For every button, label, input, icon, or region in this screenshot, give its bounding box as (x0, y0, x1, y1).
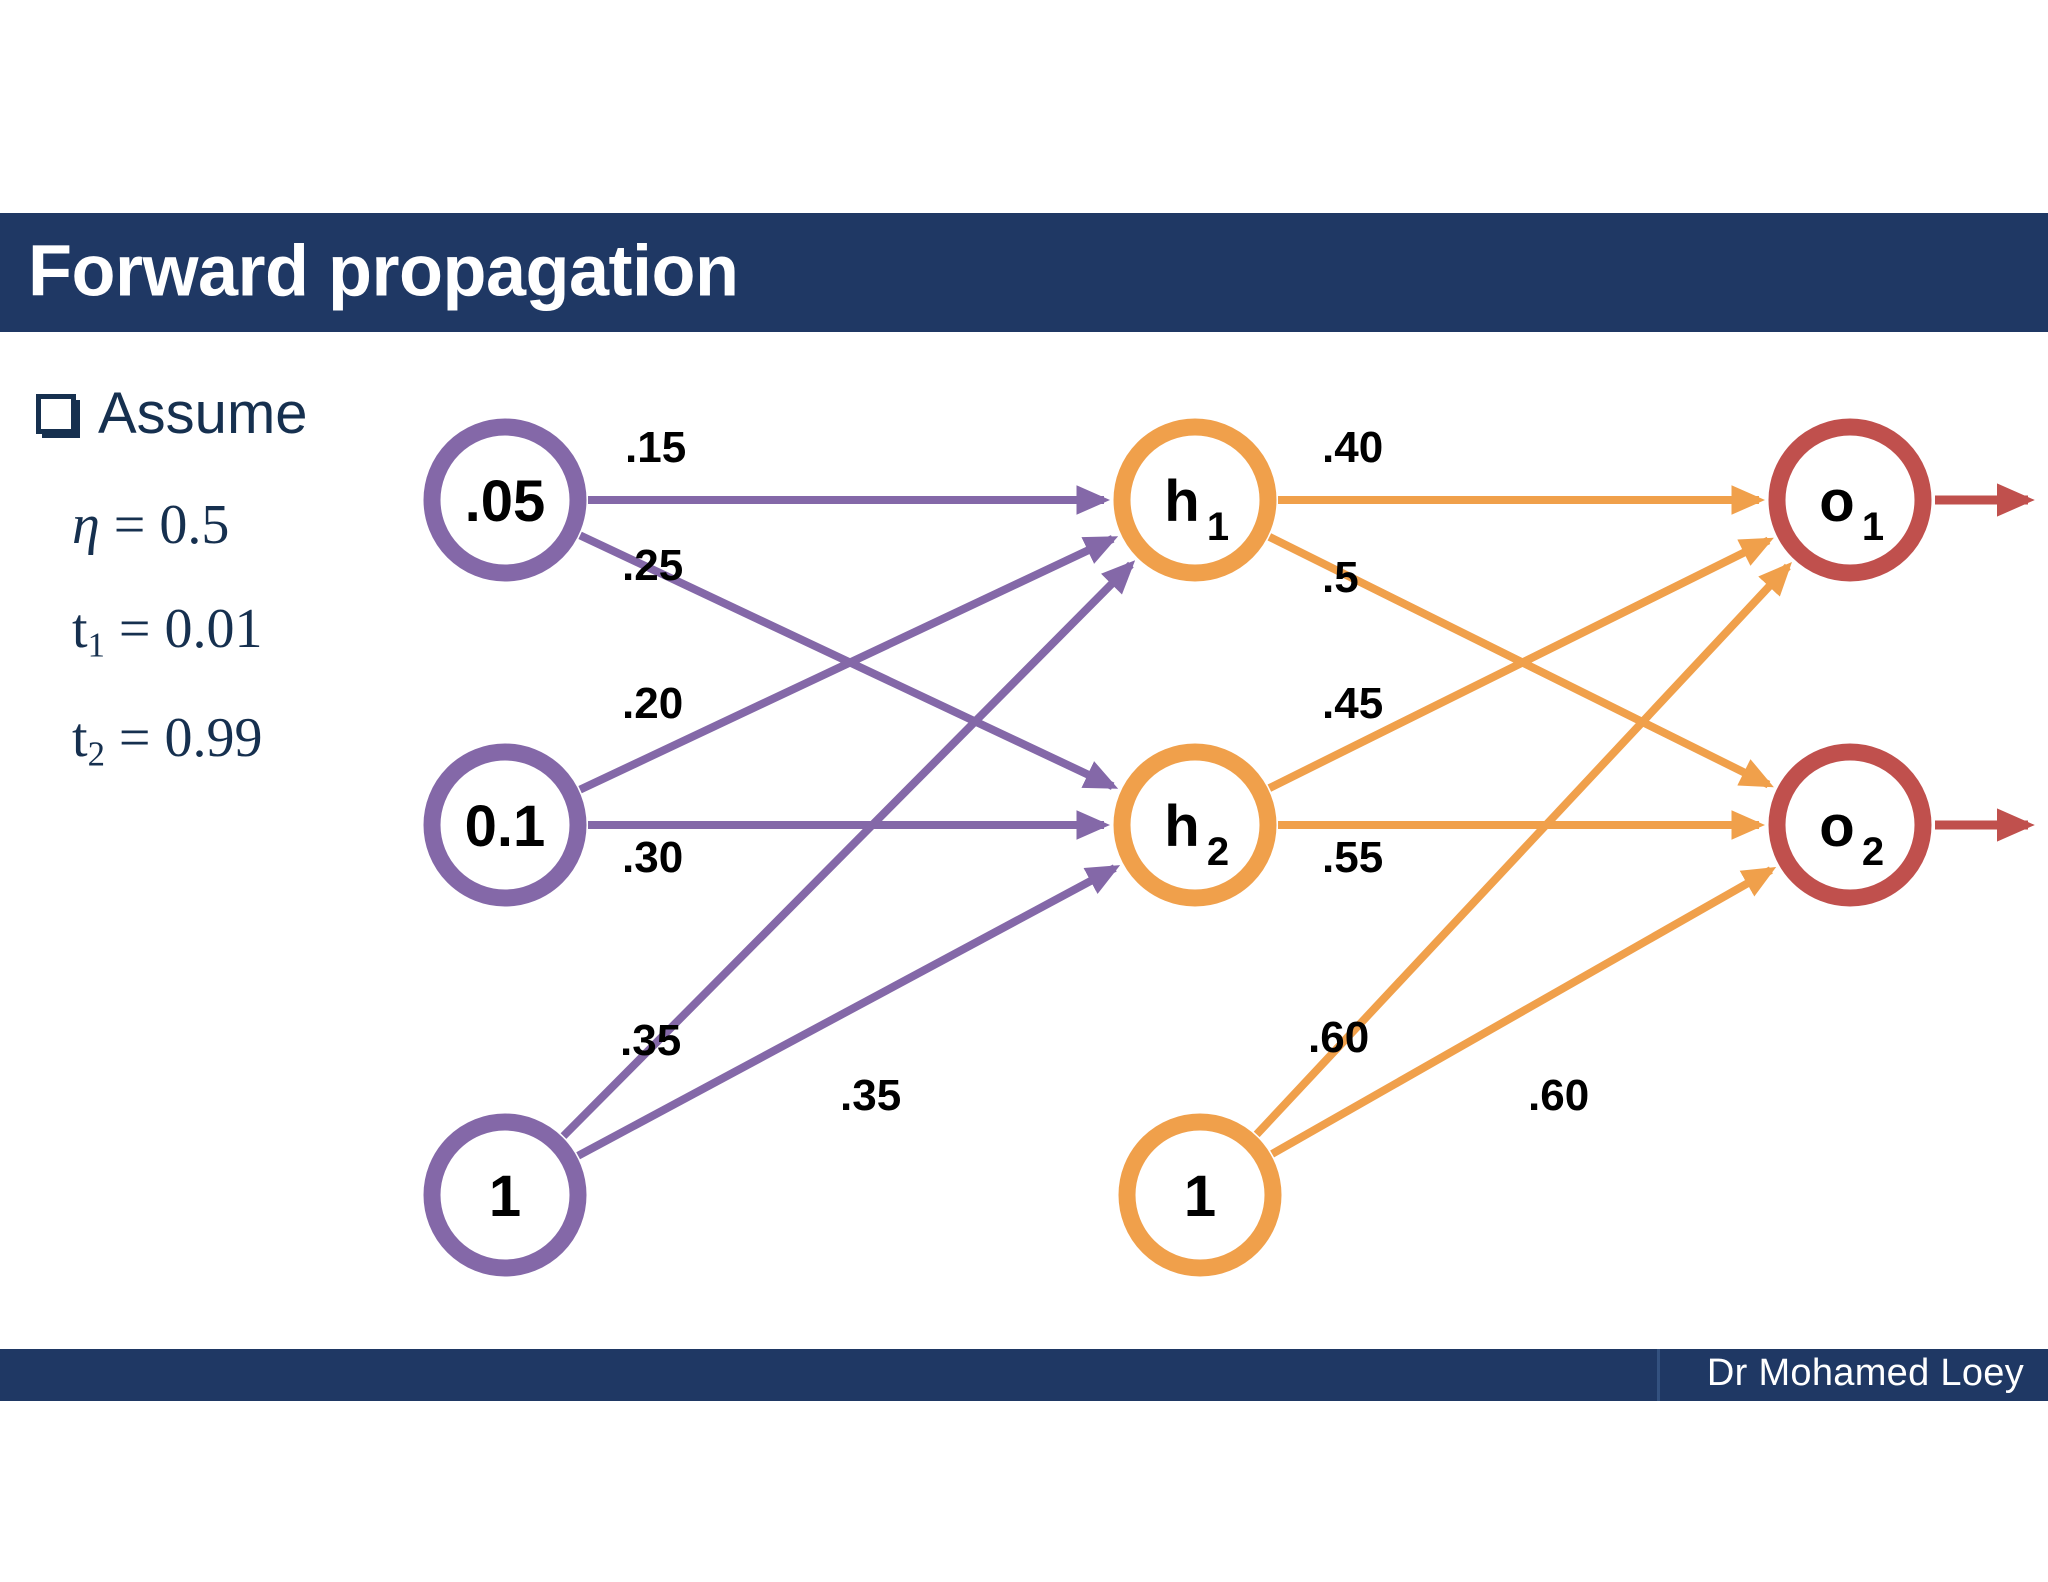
footer-author: Dr Mohamed Loey (1706, 1352, 2024, 1394)
node-fill-o2 (1777, 752, 1923, 898)
node-fill-h2 (1122, 752, 1268, 898)
assumptions-block: Assume η = 0.5 t1 = 0.01 t2 = 0.99 (36, 380, 396, 774)
node-label-b2: 1 (1184, 1164, 1216, 1229)
node-fill-i2 (432, 752, 578, 898)
assume-heading-row: Assume (36, 380, 396, 447)
title-bar: Forward propagation (0, 213, 2048, 332)
weight-label-i2-h2: .30 (622, 833, 683, 882)
edge-layer (560, 485, 1792, 1160)
weight-label-layer: .15 .25 .20 .30 .35 .35 .40 .5 .45 .55 .60 .60 (620, 423, 1589, 1120)
t1-value: = 0.01 (118, 598, 263, 660)
t1-equation: t1 = 0.01 (36, 597, 396, 666)
node-b2[interactable]: 1 (1118, 1113, 1282, 1277)
eta-value: = 0.5 (113, 494, 230, 556)
checkbox-square-icon (36, 393, 76, 434)
weight-label-b1-h2: .35 (840, 1071, 901, 1120)
edge-b1-h1 (560, 560, 1136, 1139)
node-ring-h1 (1113, 418, 1277, 582)
footer-bar (0, 1349, 2048, 1401)
weight-label-b2-o2: .60 (1528, 1071, 1589, 1120)
node-label-o2: o (1819, 794, 1854, 859)
assume-heading-label: Assume (98, 381, 308, 446)
weight-label-b2-o1: .60 (1308, 1013, 1369, 1062)
node-sublabel-h2: 2 (1207, 830, 1229, 874)
t2-variable: t (72, 706, 88, 769)
node-label-h2: h (1164, 794, 1199, 859)
weight-label-b1-h1: .35 (620, 1016, 681, 1065)
node-fill-i1 (432, 427, 578, 573)
node-ring-h2 (1113, 743, 1277, 907)
node-ring-b2 (1118, 1113, 1282, 1277)
node-i1[interactable]: .05 (423, 418, 587, 582)
weight-label-i1-h1: .15 (625, 423, 686, 472)
node-i2[interactable]: 0.1 (423, 743, 587, 907)
footer-divider (1657, 1349, 1660, 1401)
node-label-i1: .05 (465, 469, 546, 534)
node-sublabel-o1: 1 (1862, 505, 1884, 549)
weight-label-h2-o2: .55 (1322, 833, 1383, 882)
node-ring-b1 (423, 1113, 587, 1277)
node-fill-h1 (1122, 427, 1268, 573)
node-ring-o1 (1768, 418, 1932, 582)
edge-i2-h1 (578, 535, 1119, 794)
weight-label-h1-o2: .5 (1322, 553, 1359, 602)
t2-subscript: 2 (87, 734, 105, 774)
weight-label-i2-h1: .20 (622, 679, 683, 728)
node-fill-b1 (432, 1122, 578, 1268)
t2-value: = 0.99 (118, 706, 263, 769)
node-ring-i1 (423, 418, 587, 582)
eta-equation: η = 0.5 (36, 493, 396, 557)
node-label-o1: o (1819, 469, 1854, 534)
node-ring-o2 (1768, 743, 1932, 907)
node-label-b1: 1 (489, 1164, 521, 1229)
eta-symbol: η (72, 494, 100, 556)
node-ring-i2 (423, 743, 587, 907)
node-b1[interactable]: 1 (423, 1113, 587, 1277)
edge-h2-o1 (1267, 536, 1774, 792)
node-label-h1: h (1164, 469, 1199, 534)
weight-label-h2-o1: .45 (1322, 679, 1383, 728)
node-label-i2: 0.1 (465, 794, 546, 859)
t1-variable: t (72, 598, 88, 660)
output-arrow-layer (1935, 483, 2035, 842)
t1-subscript: 1 (87, 625, 105, 665)
node-sublabel-h1: 1 (1207, 505, 1229, 549)
weight-label-h1-o1: .40 (1322, 423, 1383, 472)
edge-b2-o1 (1253, 562, 1792, 1138)
t2-equation: t2 = 0.99 (36, 706, 396, 775)
node-fill-b2 (1127, 1122, 1273, 1268)
node-fill-o1 (1777, 427, 1923, 573)
edge-b2-o2 (1270, 866, 1777, 1158)
page-title: Forward propagation (28, 230, 739, 311)
node-sublabel-o2: 2 (1862, 830, 1884, 874)
edge-b1-h2 (576, 864, 1121, 1160)
weight-label-i1-h2: .25 (622, 541, 683, 590)
